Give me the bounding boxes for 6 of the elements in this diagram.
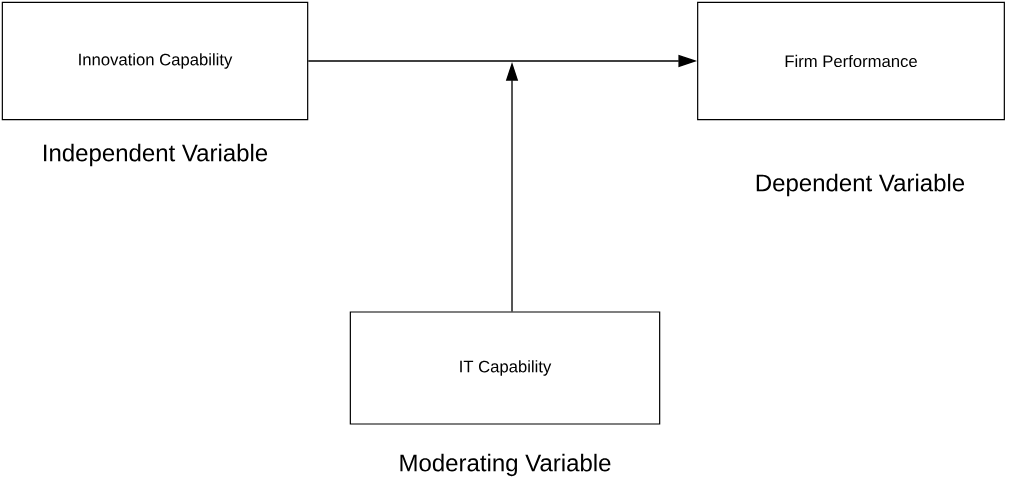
variable-label: Moderating Variable [400,453,611,477]
variable-box: IT Capability [349,311,661,425]
variable-label: Independent Variable [44,143,268,167]
variable-box: Innovation Capability [1,1,309,121]
variable-box: Firm Performance [697,1,1005,121]
variable-label: Dependent Variable [756,173,965,197]
